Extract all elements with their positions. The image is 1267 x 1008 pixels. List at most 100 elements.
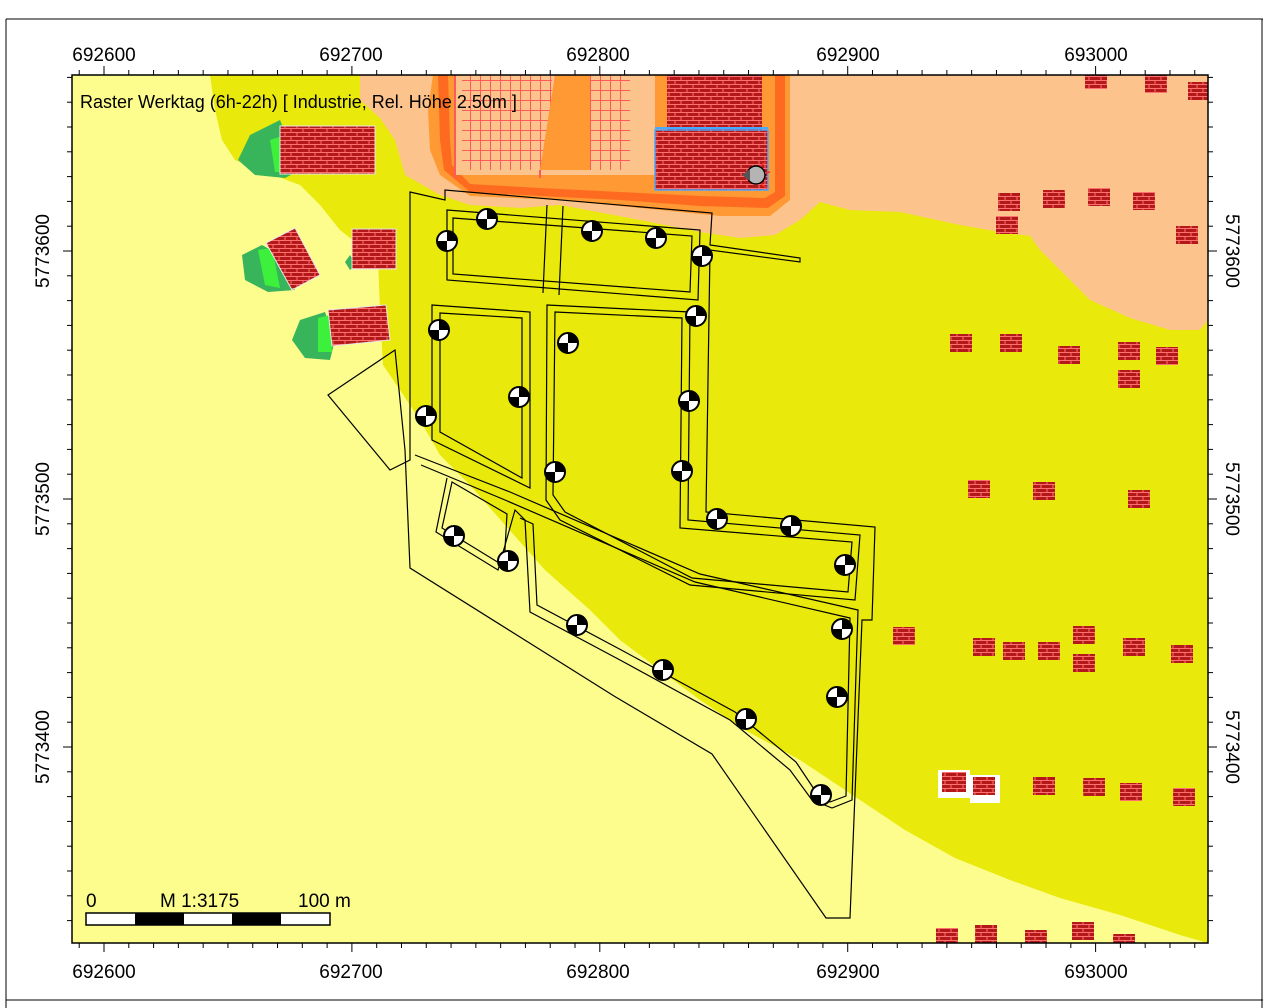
building — [1083, 778, 1105, 796]
receiver-point-icon[interactable] — [691, 245, 713, 267]
y-axis-left: 5773600 5773500 5773400 — [33, 214, 54, 784]
building — [1171, 645, 1193, 663]
x-tick-label: 692800 — [566, 962, 629, 983]
building — [1118, 342, 1140, 360]
building — [1038, 642, 1060, 660]
x-tick-label: 692700 — [319, 962, 382, 983]
road-west-block — [431, 304, 531, 489]
industry-hatch-left — [462, 75, 552, 170]
x-tick-label: 692900 — [816, 962, 879, 983]
receiver-point-icon[interactable] — [678, 390, 700, 412]
building — [1156, 347, 1178, 365]
receiver-point-icon[interactable] — [544, 461, 566, 483]
receiver-point-icon[interactable] — [476, 208, 498, 230]
y-tick-label: 5773600 — [33, 214, 54, 288]
buildings — [265, 75, 1208, 943]
y-tick-label: 5773500 — [33, 462, 54, 536]
building — [1123, 638, 1145, 656]
building — [998, 193, 1020, 211]
receiver-point-icon[interactable] — [671, 460, 693, 482]
building — [936, 928, 958, 943]
receiver-point-icon[interactable] — [826, 686, 848, 708]
receiver-point-icon[interactable] — [497, 550, 519, 572]
x-tick-label: 693000 — [1064, 962, 1127, 983]
receiver-points — [415, 208, 856, 806]
scale-bar: 0 M 1:3175 100 m — [85, 891, 351, 926]
receiver-point-icon[interactable] — [508, 386, 530, 408]
building — [968, 480, 990, 498]
receiver-point-icon[interactable] — [645, 227, 667, 249]
receiver-point-icon[interactable] — [566, 614, 588, 636]
building — [950, 334, 972, 352]
scale-zero-label: 0 — [86, 891, 97, 912]
building — [1072, 922, 1094, 940]
receiver-point-icon[interactable] — [415, 405, 437, 427]
building — [1073, 654, 1095, 672]
building — [1033, 777, 1055, 795]
building — [667, 75, 762, 130]
receiver-point-icon[interactable] — [652, 659, 674, 681]
building — [1088, 188, 1110, 206]
building — [1085, 75, 1107, 89]
receiver-point-icon[interactable] — [685, 305, 707, 327]
building — [1113, 934, 1135, 943]
receiver-point-icon[interactable] — [581, 220, 603, 242]
y-tick-label: 5773600 — [1221, 214, 1242, 288]
building — [1173, 788, 1195, 806]
building — [1000, 334, 1022, 352]
scale-ratio-label: M 1:3175 — [160, 891, 239, 912]
frame-ticks — [63, 66, 1217, 952]
building — [265, 227, 321, 291]
receiver-point-icon[interactable] — [735, 708, 757, 730]
building — [1188, 82, 1208, 100]
receiver-point-icon[interactable] — [831, 618, 853, 640]
building — [279, 125, 376, 175]
building — [1120, 783, 1142, 801]
building — [1133, 192, 1155, 210]
building — [1033, 482, 1055, 500]
industry-hatch-right — [590, 75, 630, 170]
building — [973, 777, 995, 795]
receiver-point-icon[interactable] — [428, 319, 450, 341]
building — [1145, 75, 1167, 93]
building — [893, 627, 915, 645]
receiver-point-icon[interactable] — [436, 230, 458, 252]
receiver-point-icon[interactable] — [810, 784, 832, 806]
x-tick-label: 692900 — [816, 45, 879, 66]
building — [351, 228, 397, 270]
map-frame — [71, 74, 1209, 944]
road-loop — [545, 304, 861, 601]
receiver-point-icon[interactable] — [706, 508, 728, 530]
building — [942, 772, 966, 792]
receiver-point-icon[interactable] — [443, 525, 465, 547]
x-tick-label: 692700 — [319, 45, 382, 66]
building — [327, 304, 391, 347]
building — [1128, 490, 1150, 508]
y-tick-label: 5773400 — [33, 710, 54, 784]
x-tick-label: 692600 — [72, 962, 135, 983]
site-boundary — [327, 189, 876, 919]
x-tick-label: 692600 — [72, 45, 135, 66]
receiver-point-icon[interactable] — [557, 332, 579, 354]
building — [1043, 190, 1065, 208]
building — [1176, 226, 1198, 244]
map-title: Raster Werktag (6h-22h) [ Industrie, Rel… — [80, 92, 517, 112]
road-south — [414, 454, 859, 809]
map-area[interactable]: Raster Werktag (6h-22h) [ Industrie, Rel… — [72, 75, 1208, 943]
y-axis-right: 5773600 5773500 5773400 — [1221, 214, 1242, 784]
building — [1025, 930, 1047, 943]
zone-yellow — [210, 75, 1208, 943]
building — [996, 216, 1018, 234]
x-axis-top: 692600 692700 692800 692900 693000 — [72, 45, 1127, 66]
x-axis-bottom: 692600 692700 692800 692900 693000 — [72, 962, 1127, 983]
road-north-inner — [452, 217, 693, 293]
road-north — [446, 209, 701, 301]
industry-hatch-mid — [540, 75, 590, 170]
x-tick-label: 693000 — [1064, 45, 1127, 66]
y-tick-label: 5773500 — [1221, 462, 1242, 536]
noise-source-icon[interactable] — [742, 161, 771, 189]
receiver-point-icon[interactable] — [780, 515, 802, 537]
building — [973, 638, 995, 656]
receiver-point-icon[interactable] — [834, 554, 856, 576]
